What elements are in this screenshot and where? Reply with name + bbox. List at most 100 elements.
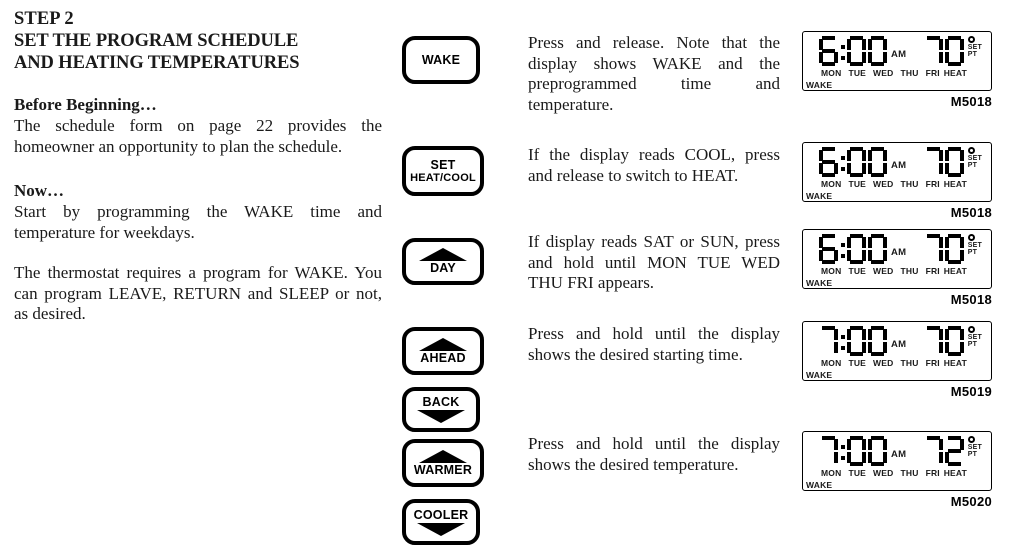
warmer-button[interactable]: WARMER: [402, 439, 484, 487]
lcd-segment-tr: [939, 328, 944, 340]
lcd-day-indicator: THU: [900, 358, 919, 368]
lcd-day-indicator: MON: [821, 468, 842, 478]
lcd-segment-br: [882, 52, 887, 64]
set-heat-cool-button[interactable]: SET HEAT/COOL: [402, 146, 484, 196]
lcd-segment-tl: [868, 236, 873, 248]
lcd-segment-tl: [868, 149, 873, 161]
lcd-day-indicator: WED: [873, 266, 894, 276]
lcd-temperature-digits: [924, 147, 966, 177]
lcd-colon-dot: [840, 346, 845, 350]
lcd-colon: [840, 326, 846, 356]
lcd-segment-top: [927, 234, 941, 239]
lcd-segment-mid: [822, 247, 835, 252]
degree-icon: [967, 234, 975, 241]
lcd-segment-bot: [850, 172, 863, 177]
lcd-segment-tr: [882, 38, 887, 50]
lcd-digit: [819, 36, 838, 66]
instruction-item: If display reads SAT or SUN, press and h…: [528, 232, 780, 292]
lcd-segment-br: [939, 250, 944, 262]
lcd-segment-bl: [868, 52, 873, 64]
lcd-segment-top: [850, 326, 863, 331]
lcd-ampm-indicator: AM: [891, 49, 907, 60]
lcd-segment-bl: [868, 163, 873, 175]
arrow-down-icon: [417, 410, 465, 423]
ahead-button[interactable]: AHEAD: [402, 327, 484, 375]
lcd-segment-bl: [945, 250, 950, 262]
lcd-segment-top: [850, 234, 863, 239]
lcd-segment-top: [822, 147, 835, 152]
button-column: WAKE SET HEAT/COOL DAY AHEAD BACK WARMER…: [398, 0, 494, 546]
arrow-up-icon: [419, 337, 467, 351]
lcd-segment-top: [822, 326, 835, 331]
lcd-segment-tl: [847, 38, 852, 50]
lcd-segment-tr: [882, 149, 887, 161]
lcd-setpoint-label: PT: [967, 341, 978, 349]
lcd-day-indicator: TUE: [848, 179, 867, 189]
step-label: STEP 2: [14, 9, 74, 29]
lcd-segment-br: [833, 52, 838, 64]
wake-button[interactable]: WAKE: [402, 36, 480, 84]
lcd-setpoint-label: PT: [967, 451, 978, 459]
lcd-segment-br: [861, 452, 866, 464]
lcd-segment-br: [939, 342, 944, 354]
lcd-segment-mid: [948, 449, 962, 454]
lcd-segment-br: [882, 250, 887, 262]
degree-icon: [967, 36, 975, 43]
lcd-segment-br: [960, 250, 965, 262]
lcd-segment-bot: [948, 461, 962, 466]
lcd-day-indicator: FRI: [925, 266, 940, 276]
lcd-period-indicator: WAKE: [806, 480, 833, 490]
now-heading: Now…: [14, 181, 65, 200]
lcd-digit: [945, 147, 965, 177]
day-button[interactable]: DAY: [402, 238, 484, 285]
lcd-ampm-indicator: AM: [891, 449, 907, 460]
lcd-segment-bl: [945, 452, 950, 464]
lcd-segment-tr: [939, 149, 944, 161]
lcd-segment-tr: [833, 328, 838, 340]
lcd-segment-bot: [822, 259, 835, 264]
lcd-segment-tr: [861, 438, 866, 450]
lcd-mode-indicator: HEAT: [943, 358, 967, 368]
lcd-colon-dot: [840, 445, 845, 449]
lcd-period-indicator: WAKE: [806, 370, 833, 380]
before-beginning-body: The schedule form on page 22 provides th…: [14, 116, 382, 156]
back-button[interactable]: BACK: [402, 387, 480, 432]
lcd-segment-bl: [945, 52, 950, 64]
lcd-segment-tl: [819, 236, 824, 248]
degree-icon: [967, 147, 975, 154]
lcd-temperature-digits: [924, 234, 966, 264]
lcd-segment-tl: [945, 149, 950, 161]
lcd-segment-top: [850, 147, 863, 152]
lcd-temperature-digits: [924, 36, 966, 66]
lcd-day-indicator: WED: [873, 68, 894, 78]
lcd-segment-bot: [871, 259, 884, 264]
lcd-segment-tl: [868, 328, 873, 340]
lcd-mode-indicator: HEAT: [943, 468, 967, 478]
set-button-sublabel: HEAT/COOL: [410, 171, 476, 184]
lcd-digit: [868, 147, 887, 177]
lcd-segment-bot: [948, 351, 962, 356]
lcd-day-indicator: WED: [873, 179, 894, 189]
lcd-segment-br: [833, 163, 838, 175]
cooler-button[interactable]: COOLER: [402, 499, 480, 545]
lcd-segment-bot: [850, 351, 863, 356]
lcd-segment-tr: [882, 328, 887, 340]
lcd-segment-tr: [861, 149, 866, 161]
back-button-label: BACK: [422, 395, 460, 409]
lcd-segment-bot: [948, 172, 962, 177]
lcd-segment-bot: [850, 259, 863, 264]
lcd-segment-br: [939, 452, 944, 464]
lcd-segment-bl: [868, 342, 873, 354]
lcd-period-indicator: WAKE: [806, 278, 833, 288]
instruction-item: If the display reads COOL, press and rel…: [528, 145, 780, 185]
lcd-segment-bot: [850, 61, 863, 66]
